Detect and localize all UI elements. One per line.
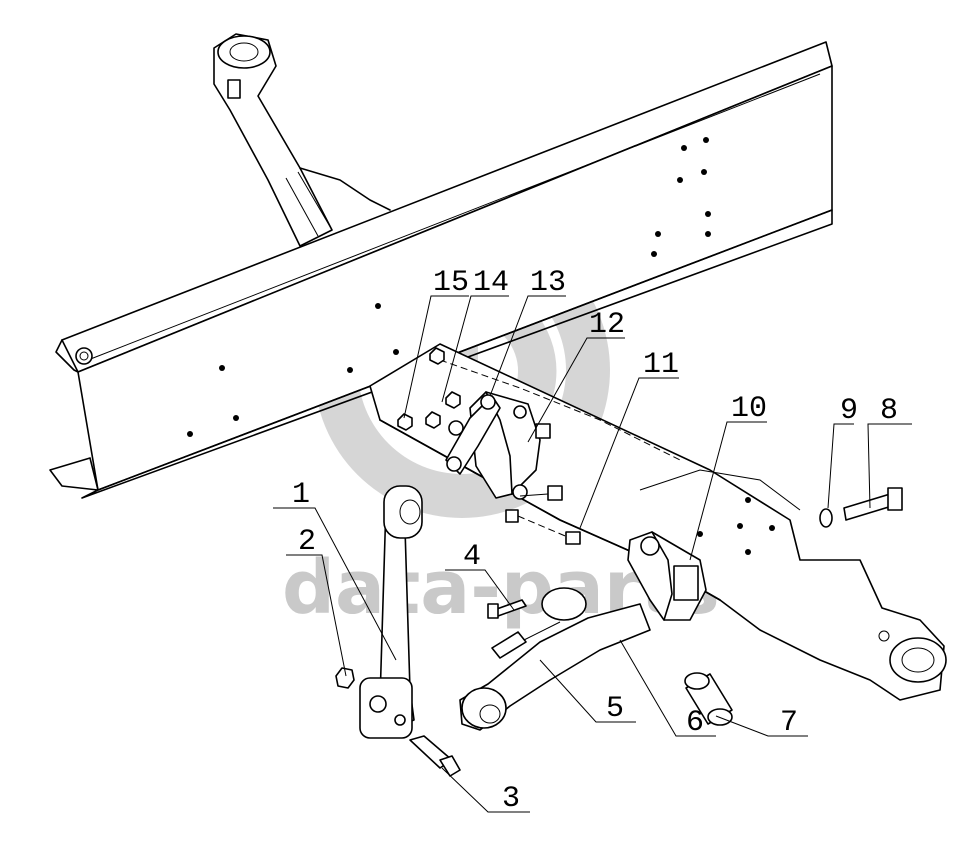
frame-rail [49, 41, 833, 499]
callout-5: 5 [606, 692, 624, 726]
callout-3: 3 [502, 782, 520, 816]
link-rod [359, 485, 423, 739]
leader-lines [273, 295, 912, 813]
callout-9: 9 [840, 394, 858, 428]
callout-10: 10 [731, 392, 767, 426]
callout-1: 1 [292, 478, 310, 512]
callout-6: 6 [686, 706, 704, 740]
callout-12: 12 [589, 308, 625, 342]
callout-labels: 1 2 3 4 5 6 7 8 9 10 11 12 13 14 15 [292, 266, 898, 816]
bushing [684, 672, 733, 726]
callout-7: 7 [780, 706, 798, 740]
lever-arm [459, 587, 651, 731]
bracket-assembly [445, 391, 541, 500]
callout-14: 14 [473, 266, 509, 300]
bracket-fasteners [397, 347, 581, 545]
upper-cross-arm [213, 33, 391, 247]
callout-4: 4 [463, 540, 481, 574]
small-fasteners [335, 487, 903, 777]
callout-15: 15 [433, 266, 469, 300]
right-bracket [627, 531, 707, 621]
callout-11: 11 [643, 348, 679, 382]
callout-2: 2 [298, 525, 316, 559]
callout-13: 13 [530, 266, 566, 300]
callout-8: 8 [880, 394, 898, 428]
